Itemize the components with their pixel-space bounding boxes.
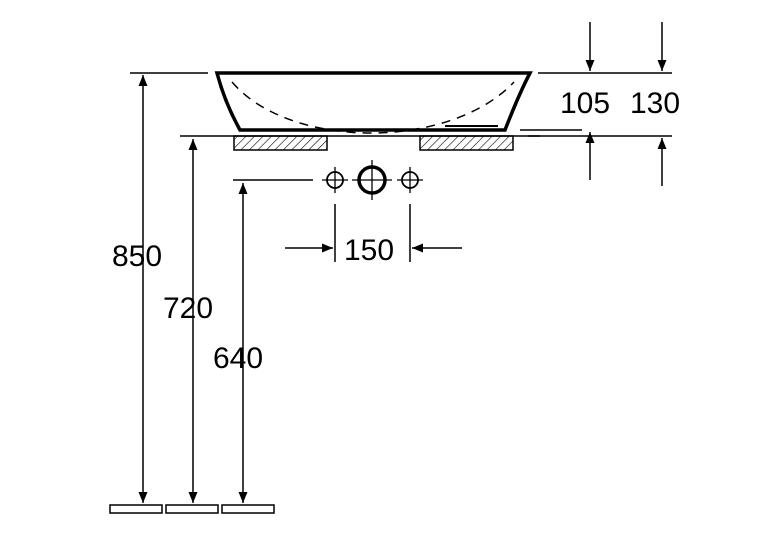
basin xyxy=(214,71,533,134)
dimension-150: 150 xyxy=(285,204,462,267)
right-tap-connection xyxy=(397,167,423,193)
dimension-105: 105 xyxy=(520,22,672,180)
countertop-hatch-right xyxy=(419,135,514,151)
dimension-130-label: 130 xyxy=(630,87,680,120)
left-tap-connection xyxy=(322,167,348,193)
dimension-150-label: 150 xyxy=(344,234,394,267)
dimension-720: 720 xyxy=(163,139,213,503)
countertop-hatch-left xyxy=(233,135,328,151)
dimension-130: 130 xyxy=(528,22,680,186)
floor-blocks xyxy=(109,504,275,514)
basin-outline xyxy=(214,71,533,132)
dimension-850-label: 850 xyxy=(112,240,162,273)
dimension-720-label: 720 xyxy=(163,292,213,325)
wall-connections xyxy=(233,160,423,200)
dimension-640-label: 640 xyxy=(213,342,263,375)
basin-inner-contour xyxy=(231,81,515,134)
countertop xyxy=(180,135,540,151)
drain-outlet-connection xyxy=(352,160,392,200)
dimension-105-label: 105 xyxy=(560,87,610,120)
dimension-850: 850 xyxy=(112,72,208,503)
dimension-640: 640 xyxy=(213,183,263,503)
